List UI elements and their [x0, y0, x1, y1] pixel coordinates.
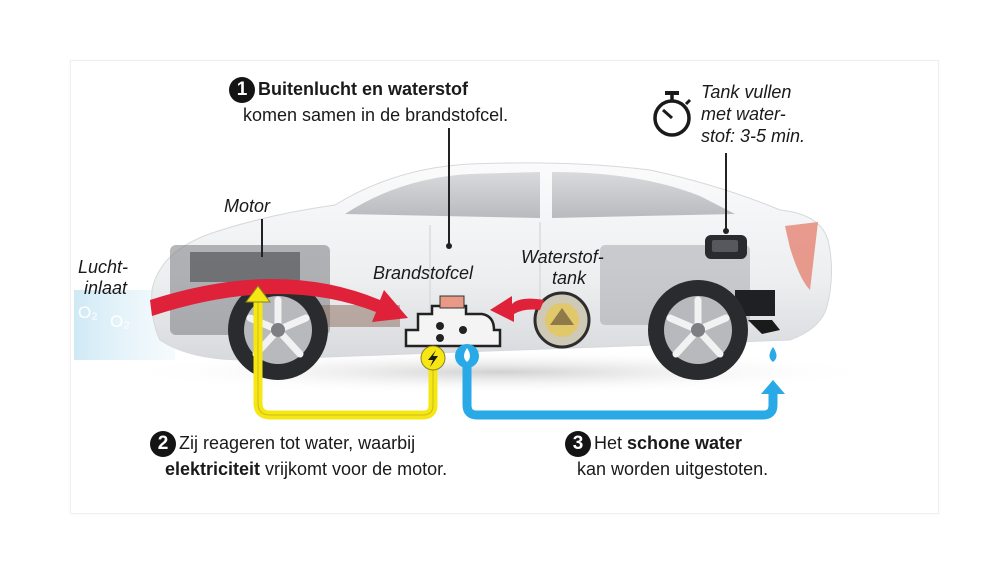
- step-3-badge: 3: [565, 431, 591, 457]
- step-2-badge: 2: [150, 431, 176, 457]
- step-2-rest: vrijkomt voor de motor.: [260, 459, 448, 479]
- leader-line-fuel-cell: [448, 128, 450, 246]
- step-3-bold: schone water: [627, 432, 743, 453]
- electricity-arrowhead: [245, 285, 271, 303]
- oxygen-symbol-1: O₂: [78, 303, 98, 322]
- label-hydrogen-tank-2: tank: [552, 268, 587, 288]
- step-1-description: komen samen in de brandstofcel.: [243, 105, 509, 125]
- step-3-line-2: kan worden uitgestoten.: [577, 459, 769, 479]
- label-air-inlet-1: Lucht-: [78, 257, 129, 277]
- leader-line-refuel: [725, 153, 727, 233]
- car-window: [345, 172, 540, 218]
- label-fuel-cell: Brandstofcel: [373, 263, 474, 283]
- step-2-line-1: Zij reageren tot water, waarbij: [179, 432, 416, 453]
- step-2-bold: elektriciteit: [165, 459, 261, 479]
- electricity-arrow: [253, 300, 438, 420]
- refuel-note-line-3: stof: 3-5 min.: [701, 126, 806, 146]
- rear-wheel: [648, 280, 748, 380]
- fuel-cell-stack: [404, 304, 502, 348]
- step-1-badge: 1: [229, 77, 255, 103]
- refuel-note-line-2: met water-: [701, 104, 786, 124]
- leader-dot: [723, 228, 729, 234]
- exhaust-water-drop: [769, 347, 777, 362]
- water-arrowhead: [761, 380, 785, 394]
- car-window-rear: [552, 172, 735, 218]
- refuel-note-line-1: Tank vullen: [701, 82, 792, 102]
- label-air-inlet-2: inlaat: [84, 278, 128, 298]
- oxygen-symbol-2: O₂: [110, 312, 130, 331]
- air-flow-arrow: [150, 279, 408, 322]
- label-hydrogen-tank-1: Waterstof-: [521, 247, 604, 267]
- water-flow-arrow: [462, 360, 778, 420]
- step-2-line-2: elektriciteit vrijkomt voor de motor.: [165, 458, 447, 480]
- tail-light: [785, 222, 818, 290]
- leader-line-motor: [261, 219, 263, 257]
- stopwatch-icon: [653, 91, 692, 137]
- step-3-prefix: Het: [594, 432, 628, 453]
- leader-dot: [446, 243, 452, 249]
- hydrogen-flow-arrow: [490, 296, 544, 322]
- step-1-title: Buitenlucht en waterstof: [258, 78, 469, 99]
- label-motor: Motor: [224, 196, 271, 216]
